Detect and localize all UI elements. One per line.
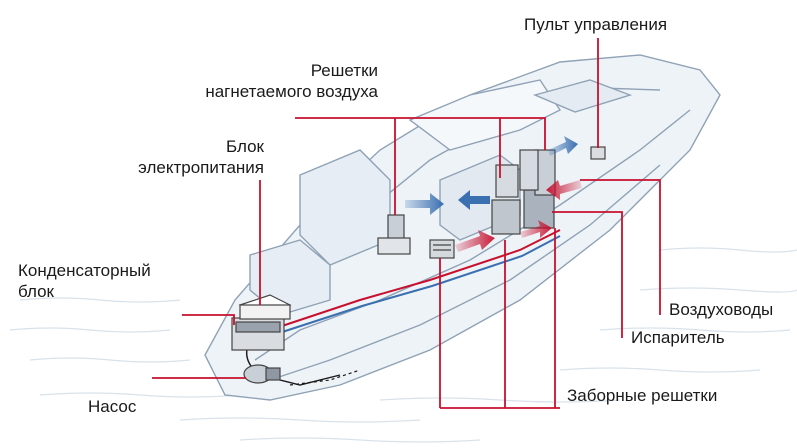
supply-grilles-label: Решетки нагнетаемого воздуха	[168, 60, 378, 102]
power-unit	[238, 294, 292, 320]
arrow-right-blue	[405, 136, 578, 215]
control-panel-label: Пульт управления	[524, 15, 668, 34]
power-unit-label-line2: электропитания	[138, 158, 264, 177]
condenser-label: Конденсаторный блок	[18, 260, 151, 302]
water-lines	[9, 247, 797, 443]
control-panel-device	[590, 146, 606, 160]
pump	[243, 364, 281, 384]
evaporator-unit	[491, 149, 556, 235]
ducts	[495, 149, 539, 198]
pump-label: Насос	[88, 397, 137, 416]
arrow-left-red	[455, 180, 582, 252]
intake-grilles-label: Заборные решетки	[567, 386, 718, 405]
leader-lines	[152, 38, 661, 409]
condenser-label-line2: блок	[18, 282, 54, 301]
supply-grille-cabin	[377, 214, 411, 255]
supply-grilles-label-line2: нагнетаемого воздуха	[205, 82, 378, 101]
power-unit-label-line1: Блок	[226, 137, 264, 156]
ducts-label: Воздуховоды	[669, 300, 774, 319]
condenser-label-line1: Конденсаторный	[18, 261, 151, 280]
intake-grille	[429, 239, 455, 259]
evaporator-label: Испаритель	[631, 328, 725, 347]
condenser-unit	[231, 317, 285, 351]
supply-grilles-label-line1: Решетки	[310, 61, 378, 80]
power-unit-label: Блок электропитания	[100, 136, 264, 178]
